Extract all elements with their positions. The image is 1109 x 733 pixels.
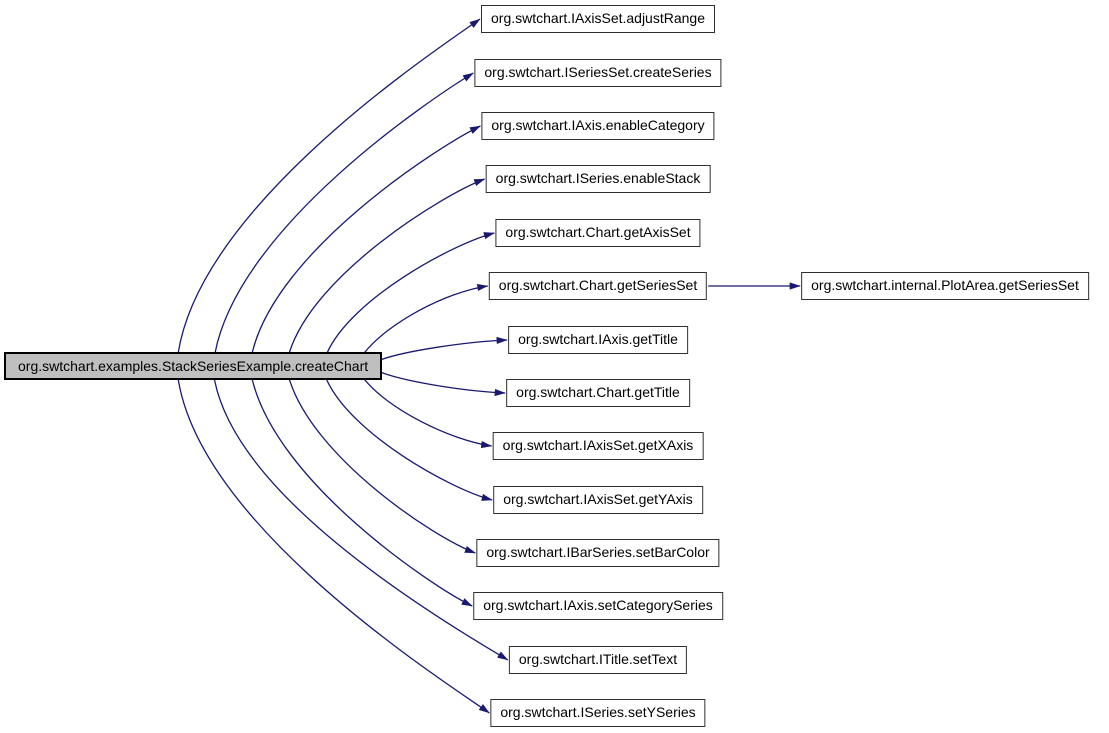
callee-node[interactable]: org.swtchart.IAxis.enableCategory (481, 112, 715, 140)
callee-node[interactable]: org.swtchart.IAxis.setCategorySeries (473, 592, 723, 620)
callee-node[interactable]: org.swtchart.ISeriesSet.createSeries (474, 59, 722, 87)
call-edge (251, 378, 473, 607)
call-edge (214, 72, 474, 354)
callee-node[interactable]: org.swtchart.IAxisSet.adjustRange (481, 5, 715, 33)
callee-node[interactable]: org.swtchart.ITitle.setText (508, 646, 688, 674)
call-edge (325, 378, 493, 501)
call-edge (177, 378, 490, 714)
callee-node[interactable]: org.swtchart.ISeries.setYSeries (490, 699, 706, 727)
call-edge (363, 378, 493, 449)
callee-node[interactable]: org.swtchart.IAxis.getTitle (508, 326, 688, 354)
call-edge (379, 336, 508, 361)
call-edge (363, 283, 489, 354)
callee-node[interactable]: org.swtchart.Chart.getSeriesSet (488, 272, 708, 300)
callee-node[interactable]: org.swtchart.Chart.getTitle (506, 379, 690, 407)
callee-node[interactable]: org.swtchart.IAxisSet.getYAxis (493, 486, 703, 514)
focus-node: org.swtchart.examples.StackSeriesExample… (4, 352, 383, 380)
call-edge (379, 371, 506, 397)
callee-node[interactable]: org.swtchart.IBarSeries.setBarColor (476, 539, 720, 567)
call-edge (251, 125, 481, 354)
call-edge (326, 232, 495, 354)
call-edge (288, 178, 486, 354)
call-edge (288, 378, 476, 554)
callee-node-plotarea-getseriesset[interactable]: org.swtchart.internal.PlotArea.getSeries… (801, 272, 1089, 300)
callee-node[interactable]: org.swtchart.ISeries.enableStack (485, 165, 711, 193)
callee-node[interactable]: org.swtchart.Chart.getAxisSet (495, 219, 701, 247)
call-edge (213, 378, 509, 661)
call-edge (177, 18, 481, 354)
callee-node[interactable]: org.swtchart.IAxisSet.getXAxis (492, 432, 704, 460)
